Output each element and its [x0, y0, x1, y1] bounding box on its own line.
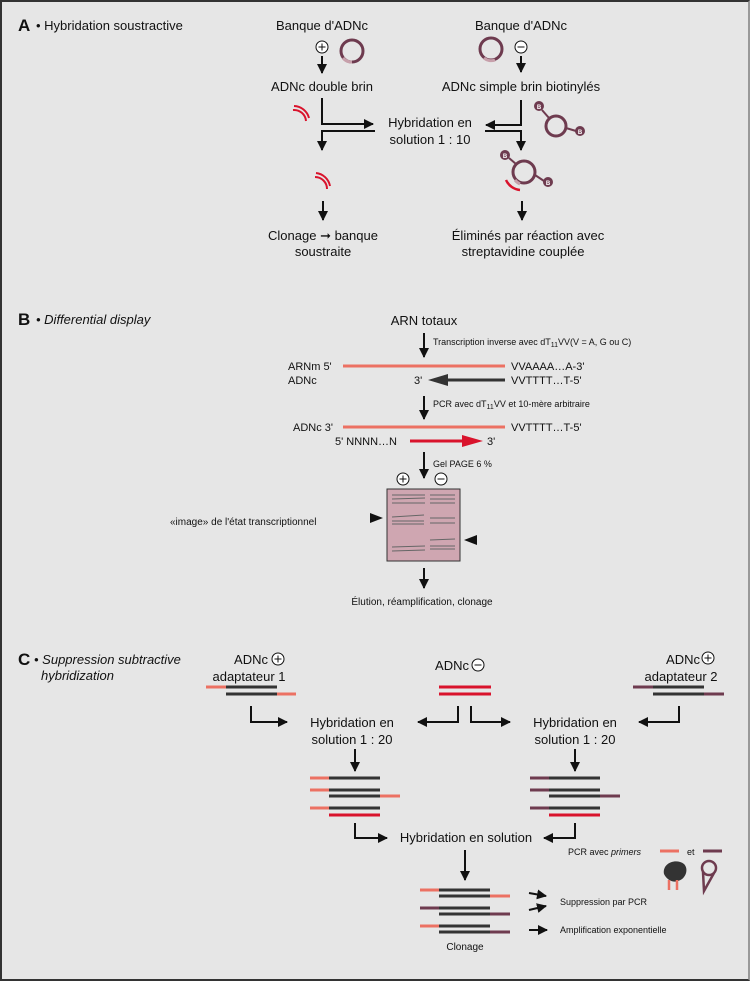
adnc-start-label: 3': [414, 375, 422, 387]
section-a-letter: A: [18, 16, 30, 35]
result-left-line2: soustraite: [295, 244, 351, 259]
left-adnc-label: ADNc: [234, 652, 268, 667]
left-adaptateur-label: adaptateur 1: [212, 669, 285, 684]
right-adnc-label: ADNc: [666, 652, 700, 667]
center-hyb-label: Hybridation en solution: [400, 830, 532, 845]
arrow-to-left-hybridation: [250, 706, 288, 727]
adaptor2-duplex: [633, 685, 724, 696]
left-hyb-line1: Hybridation en: [310, 715, 394, 730]
adnc-arrowhead: [428, 374, 448, 386]
arrow-to-right-hybridation: [638, 706, 680, 727]
primer-label: 5' NNNN…N: [335, 436, 397, 448]
arnm-end-label: VVAAAA…A-3': [511, 361, 584, 373]
adnc-end-label: VVTTTT…T-5': [511, 375, 582, 387]
arrow-suppression: [528, 889, 547, 900]
red-fragment-icon: [314, 172, 331, 190]
step2-label: PCR avec dT11VV et 10-mère arbitraire: [433, 399, 590, 411]
driver-duplex: [439, 685, 491, 696]
biotin-label: B: [546, 181, 551, 187]
red-fragment-icon: [292, 105, 310, 122]
biotin-label: B: [578, 130, 583, 136]
section-b-title: • Differential display: [36, 312, 152, 327]
section-c-letter: C: [18, 650, 30, 669]
biotinylated-strand-icon: B B: [534, 101, 585, 138]
minus-sign-icon: [434, 472, 448, 486]
right-hybrid-products: [530, 776, 620, 817]
arnm-label: ARNm 5': [288, 361, 332, 373]
plus-sign-icon: [315, 40, 329, 54]
center-adnc-label: ADNc: [435, 658, 469, 673]
section-b-letter: B: [18, 310, 30, 329]
adnc3-label: ADNc 3': [293, 422, 333, 434]
minus-sign-icon: [471, 658, 485, 672]
suppression-label: Suppression par PCR: [560, 897, 648, 907]
right-hyb-line1: Hybridation en: [533, 715, 617, 730]
hybridation-line1: Hybridation en: [388, 115, 472, 130]
section-c-title-line2: hybridization: [41, 668, 114, 683]
section-a: A • Hybridation soustractive Banque d'AD…: [18, 16, 605, 259]
lollipop-icon: [700, 859, 718, 896]
arrow-to-left-hybridation: [417, 706, 459, 727]
right-product-label: ADNc simple brin biotinylés: [442, 79, 601, 94]
primer-arrowhead: [462, 435, 483, 447]
arrow-suppression: [528, 903, 547, 913]
arrow-to-hybridation: [485, 100, 522, 130]
result-right-line2: streptavidine couplée: [462, 244, 585, 259]
section-b: B • Differential display ARN totaux Tran…: [18, 310, 631, 608]
arrow-to-center-hybridation: [543, 823, 576, 843]
pointer-left-icon: [464, 535, 477, 545]
arrow-from-hybridation: [485, 130, 526, 151]
panhandle-suppression-icon: [663, 861, 687, 890]
plasmid-icon: [339, 38, 365, 64]
primer-end-label: 3': [487, 436, 495, 448]
pcr-and-label: et: [687, 847, 695, 857]
section-c: C • Suppression subtractive hybridizatio…: [18, 650, 724, 953]
hybridation-line2: solution 1 : 10: [390, 132, 471, 147]
cloning-label: Clonage: [446, 942, 484, 953]
hybridized-biotin-strand-icon: B B: [500, 150, 553, 192]
left-hybrid-products: [310, 776, 400, 817]
left-hyb-line2: solution 1 : 20: [312, 732, 393, 747]
final-products: [420, 888, 510, 934]
gel-bands: [391, 494, 456, 552]
image-label: «image» de l'état transcriptionnel: [170, 517, 316, 528]
gel-label: Gel PAGE 6 %: [433, 459, 492, 469]
step1-label: Transcription inverse avec dT11VV(V = A,…: [433, 337, 631, 349]
plus-sign-icon: [701, 651, 715, 665]
final-label: Élution, réamplification, clonage: [351, 595, 493, 608]
arrow-to-center-hybridation: [354, 823, 388, 843]
result-left-line1: Clonage ➞ banque: [268, 228, 378, 243]
adnc-label: ADNc: [288, 375, 317, 387]
minus-sign-icon: [514, 40, 528, 54]
result-right-line1: Éliminés par réaction avec: [452, 228, 605, 243]
amplification-label: Amplification exponentielle: [560, 925, 667, 935]
section-a-title: • Hybridation soustractive: [36, 18, 183, 33]
pointer-right-icon: [370, 513, 383, 523]
plus-sign-icon: [271, 652, 285, 666]
right-adaptateur-label: adaptateur 2: [644, 669, 717, 684]
arrow-from-hybridation: [317, 130, 375, 151]
arrow-to-hybridation: [321, 98, 374, 129]
arn-totaux-label: ARN totaux: [391, 313, 458, 328]
arrow-to-right-hybridation: [470, 706, 511, 727]
left-product-label: ADNc double brin: [271, 79, 373, 94]
biotin-label: B: [503, 154, 508, 160]
section-c-title-line1: • Suppression subtractive: [34, 652, 181, 667]
adaptor1-duplex: [206, 685, 296, 696]
right-hyb-line2: solution 1 : 20: [535, 732, 616, 747]
gel-image: [386, 488, 461, 562]
right-bank-label: Banque d'ADNc: [475, 18, 568, 33]
pcr-label: PCR avec primers: [568, 847, 642, 857]
left-bank-label: Banque d'ADNc: [276, 18, 369, 33]
adnc3-end-label: VVTTTT…T-5': [511, 422, 582, 434]
biotin-label: B: [537, 105, 542, 111]
plus-sign-icon: [396, 472, 410, 486]
plasmid-icon: [478, 36, 504, 63]
